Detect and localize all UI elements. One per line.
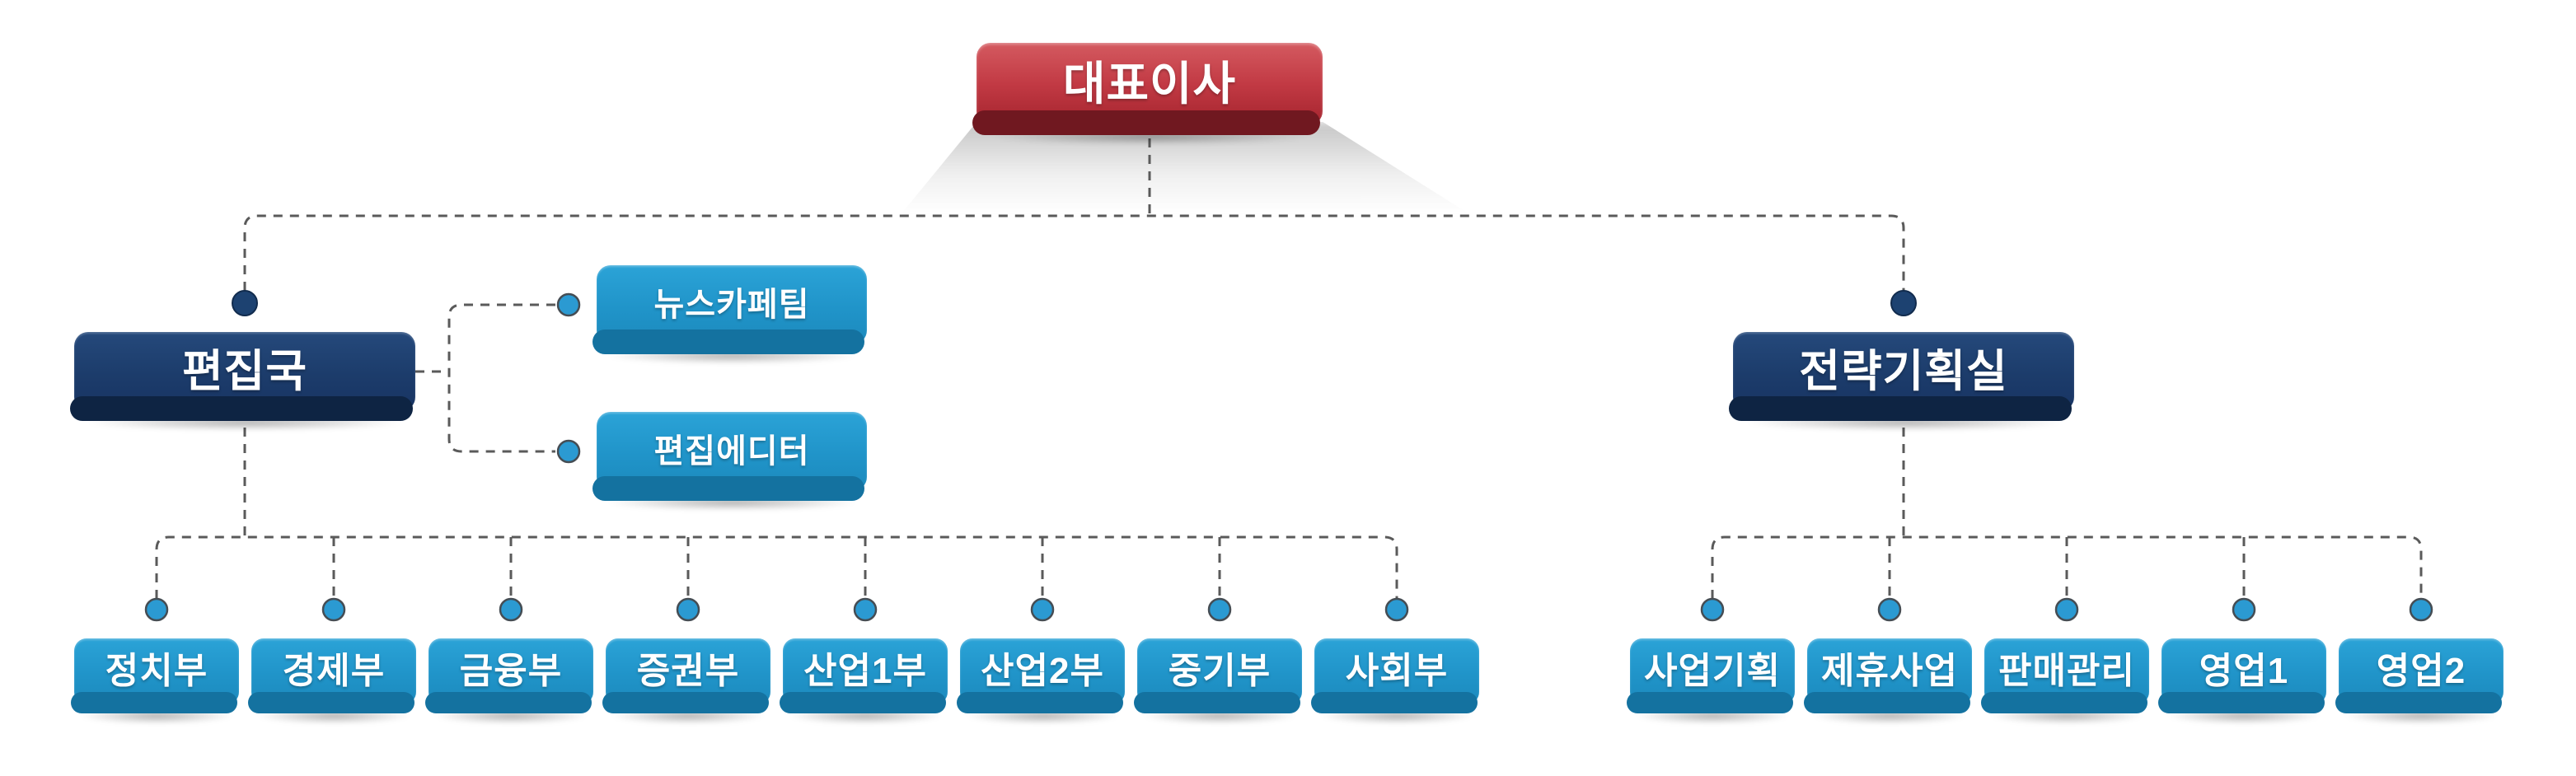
connector-top-rail <box>243 214 1905 291</box>
connector-dot <box>556 292 581 317</box>
connector-dot <box>144 597 169 622</box>
connector-dot <box>2232 597 2256 622</box>
connector-dot <box>676 597 700 622</box>
connector-dot <box>1700 597 1725 622</box>
node-strategy-division: 전략기획실 <box>1729 332 2074 421</box>
connector-dot <box>321 597 346 622</box>
node-subteam-editor: 편집에디터 <box>592 412 867 501</box>
node-dept-sales-mgmt: 판매관리 <box>1981 638 2149 713</box>
connector-dot <box>1877 597 1902 622</box>
connector-dot <box>232 290 258 316</box>
connector-dot <box>556 439 581 464</box>
connector-dot <box>1030 597 1055 622</box>
connector-subteam-bracket <box>447 303 555 453</box>
node-dept-industry1: 산업1부 <box>780 638 948 713</box>
connector-left-rail <box>155 535 1398 599</box>
node-dept-sales2: 영업2 <box>2335 638 2503 713</box>
node-dept-politics: 정치부 <box>71 638 239 713</box>
connector-dot <box>499 597 523 622</box>
node-dept-partnership: 제휴사업 <box>1804 638 1972 713</box>
node-dept-economy: 경제부 <box>248 638 416 713</box>
node-dept-sme: 중기부 <box>1134 638 1302 713</box>
node-ceo: 대표이사 <box>972 43 1323 135</box>
node-dept-securities: 증권부 <box>602 638 770 713</box>
node-editorial-division: 편집국 <box>70 332 415 421</box>
node-dept-society: 사회부 <box>1311 638 1479 713</box>
connector-right-rail <box>1711 535 2423 599</box>
connector-dot <box>1207 597 1232 622</box>
connector-dot <box>2409 597 2433 622</box>
node-dept-industry2: 산업2부 <box>957 638 1125 713</box>
node-dept-finance: 금융부 <box>425 638 593 713</box>
connector-dot <box>2054 597 2079 622</box>
connector-dot <box>853 597 878 622</box>
connector-dot <box>1890 290 1917 316</box>
connector-dot <box>1384 597 1409 622</box>
node-dept-sales1: 영업1 <box>2158 638 2326 713</box>
node-subteam-newscafe: 뉴스카페팀 <box>592 265 867 354</box>
node-dept-bizplanning: 사업기획 <box>1627 638 1795 713</box>
